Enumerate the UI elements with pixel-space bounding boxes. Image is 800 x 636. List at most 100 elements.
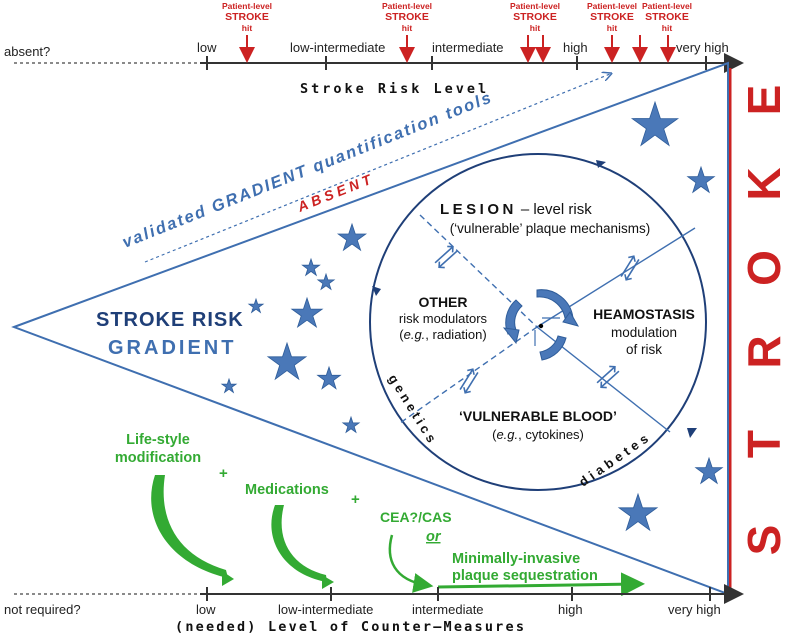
lifestyle-line2: modification: [115, 450, 201, 466]
mechanisms-circle: [369, 153, 707, 491]
haem-sub2: of risk: [626, 342, 662, 357]
hit-line1: Patient-level: [510, 1, 560, 11]
double-arrow-icon: [620, 255, 640, 281]
blood-sub-rest: , cytokines): [518, 427, 584, 442]
stroke-hit-2: Patient-level STROKE hit: [382, 1, 432, 63]
hit-line3: hit: [607, 23, 618, 33]
other-sub2-em: e.g.: [404, 327, 426, 342]
gradient-label-line2: GRADIENT: [108, 337, 236, 359]
bottom-axis: not required? low low-intermediate inter…: [4, 584, 744, 635]
star-icon: [247, 297, 265, 314]
bottom-axis-start-label: not required?: [4, 602, 81, 617]
circle-arrow-icon: [372, 286, 381, 296]
lesion-title: LESION: [440, 201, 517, 218]
star-icon: [290, 296, 324, 329]
top-tick-label: low: [197, 40, 217, 55]
double-arrow-icon: [596, 365, 620, 389]
top-axis-title: Stroke Risk Level: [300, 81, 489, 97]
circle-arrow-icon: [687, 428, 697, 438]
haem-title: HEAMOSTASIS: [593, 306, 695, 322]
lesion-rest: – level risk: [521, 201, 592, 218]
star-icon: [341, 415, 361, 434]
mip-arrow: [437, 572, 645, 597]
lifestyle-arrowhead: [222, 571, 234, 586]
stroke-hit-1: Patient-level STROKE hit: [222, 1, 272, 63]
risk-stars: [220, 100, 724, 532]
star-icon: [617, 492, 659, 532]
plus-sign: +: [219, 465, 228, 482]
hit-line2: STROKE: [590, 11, 634, 23]
or-label: or: [426, 529, 442, 545]
cea-label: CEA?/CAS: [380, 509, 452, 525]
bottom-tick-label: high: [558, 602, 583, 617]
center-dot: [538, 323, 544, 329]
interventions: Life-style modification + Medications + …: [115, 432, 645, 597]
hit-line2: STROKE: [645, 11, 689, 23]
stroke-hit-3: Patient-level STROKE hit: [510, 1, 560, 63]
bottom-tick-label: low-intermediate: [278, 602, 373, 617]
hit-line1: Patient-level: [222, 1, 272, 11]
double-arrow-icon: [434, 245, 458, 269]
hit-line2: STROKE: [385, 11, 429, 23]
star-icon: [301, 257, 321, 277]
cea-arrow: [388, 534, 434, 593]
lifestyle-line1: Life-style: [126, 432, 190, 448]
hit-line3: hit: [402, 23, 413, 33]
top-tick-label: intermediate: [432, 40, 504, 55]
bottom-tick-label: very high: [668, 602, 721, 617]
stroke-hits: Patient-level STROKE hit Patient-level S…: [222, 1, 692, 63]
stroke-letter: E: [738, 85, 790, 116]
haem-sub1: modulation: [611, 325, 677, 340]
mip-line1: Minimally-invasive: [452, 551, 580, 567]
stroke-letter: R: [738, 335, 790, 368]
star-icon: [694, 456, 724, 485]
lesion-sub: (‘vulnerable’ plaque mechanisms): [450, 221, 651, 236]
haemostasis-label: HEAMOSTASIS modulation of risk: [593, 306, 695, 357]
bottom-tick-label: low: [196, 602, 216, 617]
star-icon: [630, 100, 680, 147]
double-arrow-icon: [459, 368, 479, 394]
circle-arrow-icon: [596, 160, 606, 168]
mip-line2: plaque sequestration: [452, 568, 598, 584]
gradient-label-line1: STROKE RISK: [96, 309, 244, 331]
medications-label: Medications: [245, 482, 329, 498]
stroke-letter: O: [738, 250, 790, 286]
top-tick-label: low-intermediate: [290, 40, 385, 55]
top-axis-start-label: absent?: [4, 44, 50, 59]
lifestyle-arrow: [151, 475, 228, 578]
star-icon: [336, 222, 368, 252]
hit-line3: hit: [662, 23, 673, 33]
hit-line1: Patient-level: [587, 1, 637, 11]
center-swirl-icon: [502, 289, 580, 361]
other-sub2-rest: , radiation): [425, 327, 486, 342]
stroke-letter: T: [738, 430, 790, 458]
top-tick-label: very high: [676, 40, 729, 55]
vulnerable-blood-label: ‘VULNERABLE BLOOD’ (e.g., cytokines): [459, 408, 617, 442]
stroke-hit-4: Patient-level STROKE hit: [587, 1, 637, 63]
interaction-arrows: [434, 245, 640, 394]
hit-line3: hit: [530, 23, 541, 33]
stroke-letter: S: [738, 525, 790, 556]
svg-text:LESION– level risk: LESION– level risk: [440, 201, 592, 218]
risk-gradient-wedge: [11, 61, 729, 596]
top-axis: absent? low low-intermediate intermediat…: [4, 40, 744, 97]
stroke-letter: K: [738, 167, 790, 200]
other-label: OTHER risk modulators (e.g., radiation): [399, 294, 488, 342]
blood-sub-em: e.g.: [496, 427, 518, 442]
stroke-letters: E K O R T S: [738, 85, 790, 556]
medications-arrowhead: [322, 575, 334, 589]
bottom-axis-title: (needed) Level of Counter–Measures: [175, 619, 526, 635]
hit-line1: Patient-level: [382, 1, 432, 11]
blood-sub: (e.g., cytokines): [492, 427, 584, 442]
hit-line1: Patient-level: [642, 1, 692, 11]
hit-line2: STROKE: [225, 11, 269, 23]
star-icon: [316, 272, 336, 291]
bottom-tick-label: intermediate: [412, 602, 484, 617]
plus-sign: +: [351, 491, 360, 508]
star-icon: [266, 341, 308, 381]
star-icon: [686, 165, 716, 194]
star-icon: [220, 377, 238, 394]
star-icon: [316, 365, 342, 390]
